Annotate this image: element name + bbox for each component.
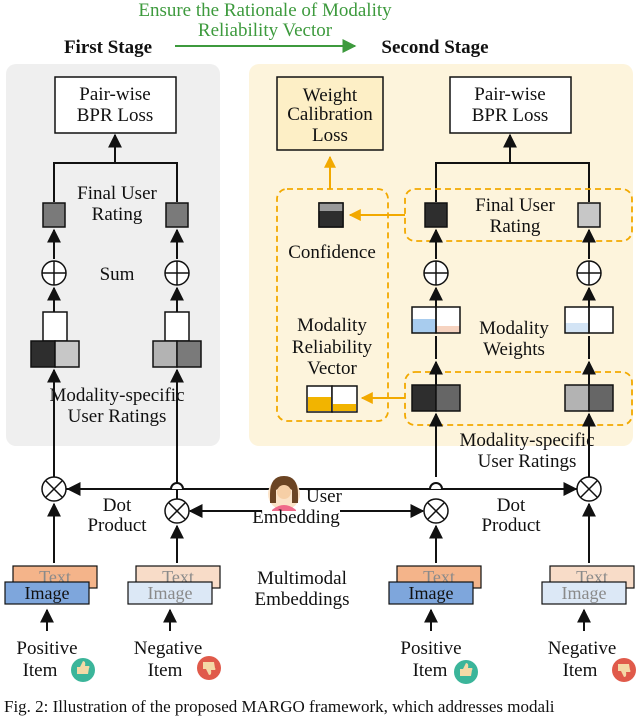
- confidence-dashed-group: [276, 188, 389, 422]
- mrv-line3: Vector: [307, 358, 357, 379]
- first-left-text-rating: [54, 340, 80, 368]
- second-right-sum-icon: [576, 260, 602, 286]
- right-negative-line2: Item: [563, 660, 598, 681]
- second-left-image-rating: [411, 384, 437, 412]
- right-neg-dot-product-icon: [576, 476, 602, 502]
- user-embedding-line2: Embedding: [252, 507, 340, 528]
- modality-weights-line1: Modality: [479, 318, 549, 339]
- left-pos-dot-product-icon: [41, 476, 67, 502]
- right-negative-line1: Negative: [548, 638, 617, 659]
- left-negative-embedding-cards: Text Image: [127, 565, 221, 605]
- left-neg-dot-product-icon: [164, 498, 190, 524]
- figure-caption: Fig. 2: Illustration of the proposed MAR…: [4, 697, 555, 716]
- first-right-image-rating: [152, 340, 178, 368]
- right-positive-line1: Positive: [400, 638, 461, 659]
- first-modality-ratings-line1: Modality-specific: [49, 385, 184, 406]
- user-embedding-line1: User: [306, 486, 343, 507]
- left-neg-image-card-label: Image: [148, 583, 193, 603]
- right-pos-dot-product-icon: [423, 498, 449, 524]
- first-left-sum-icon: [41, 260, 67, 286]
- first-final-rating-line2: Rating: [92, 204, 143, 225]
- left-positive-embedding-cards: Text Image: [4, 565, 98, 605]
- right-positive-line2: Item: [413, 660, 448, 681]
- second-left-text-rating: [435, 384, 461, 412]
- user-avatar-icon: [268, 476, 300, 511]
- second-modality-ratings-line2: User Ratings: [478, 451, 577, 472]
- second-modality-ratings-line1: Modality-specific: [459, 430, 594, 451]
- right-neg-image-card-label: Image: [562, 583, 607, 603]
- modality-weights-line2: Weights: [483, 339, 545, 360]
- rationale-title-line2: Reliability Vector: [198, 20, 333, 41]
- rationale-title-line1: Ensure the Rationale of Modality: [138, 0, 392, 21]
- dot-product-right-line1: Dot: [497, 495, 526, 516]
- right-thumbs-down-icon: [612, 658, 636, 682]
- first-right-rating-cell: [165, 202, 189, 228]
- second-final-rating-line2: Rating: [490, 216, 541, 237]
- dot-product-left-line1: Dot: [103, 495, 132, 516]
- first-bpr-loss-box: [54, 76, 177, 134]
- mrv-line1: Modality: [297, 315, 367, 336]
- weight-calibration-box: [276, 76, 384, 151]
- first-left-rating-cell: [42, 202, 66, 228]
- multimodal-line1: Multimodal: [257, 568, 347, 589]
- second-bpr-line2: BPR Loss: [472, 105, 549, 126]
- second-rating-connector: [435, 162, 590, 202]
- weight-cal-line3: Loss: [312, 125, 348, 146]
- left-positive-line1: Positive: [16, 638, 77, 659]
- confidence-icon: [318, 202, 344, 228]
- weight-cal-line1: Weight: [303, 85, 358, 106]
- reliability-vector-icon: [306, 385, 358, 413]
- second-right-rating-cell: [577, 202, 601, 228]
- left-line-hop: [170, 482, 184, 490]
- second-left-rating-cell: [424, 202, 448, 228]
- weight-cal-line2: Calibration: [287, 104, 373, 125]
- right-negative-embedding-cards: Text Image: [541, 565, 635, 605]
- sum-label: Sum: [100, 264, 135, 285]
- multimodal-line2: Embeddings: [255, 589, 350, 610]
- dot-product-left-line2: Product: [87, 515, 147, 536]
- left-thumbs-up-icon: [71, 658, 95, 682]
- first-stage-label: First Stage: [64, 37, 152, 58]
- first-right-text-rating: [176, 340, 202, 368]
- second-bpr-line1: Pair-wise: [474, 84, 545, 105]
- right-line-hop: [429, 482, 443, 490]
- left-negative-line1: Negative: [134, 638, 203, 659]
- mrv-line2: Reliability: [292, 337, 373, 358]
- right-pos-image-card-label: Image: [409, 583, 454, 603]
- second-final-rating-line1: Final User: [475, 195, 555, 216]
- first-left-weight-cell: [42, 311, 68, 342]
- dot-product-right-line2: Product: [481, 515, 541, 536]
- first-right-sum-icon: [164, 260, 190, 286]
- first-modality-ratings-line2: User Ratings: [68, 406, 167, 427]
- first-bpr-line1: Pair-wise: [79, 84, 150, 105]
- right-thumbs-up-icon: [454, 660, 478, 684]
- first-left-image-rating: [30, 340, 56, 368]
- left-positive-line2: Item: [23, 660, 58, 681]
- second-right-modality-weights: [564, 306, 614, 334]
- left-pos-image-card-label: Image: [25, 583, 70, 603]
- confidence-label: Confidence: [288, 242, 376, 263]
- right-positive-embedding-cards: Text Image: [388, 565, 482, 605]
- second-left-sum-icon: [423, 260, 449, 286]
- second-stage-panel: [249, 64, 633, 446]
- first-bpr-line2: BPR Loss: [77, 105, 154, 126]
- second-stage-label: Second Stage: [381, 37, 488, 58]
- first-right-weight-cell: [164, 311, 190, 342]
- first-final-rating-line1: Final User: [77, 183, 157, 204]
- final-rating-dashed-group: [404, 188, 633, 242]
- second-right-image-rating: [564, 384, 590, 412]
- left-negative-line2: Item: [148, 660, 183, 681]
- second-bpr-loss-box: [449, 76, 572, 134]
- left-thumbs-down-icon: [197, 656, 221, 680]
- second-right-text-rating: [588, 384, 614, 412]
- second-left-modality-weights: [411, 306, 461, 334]
